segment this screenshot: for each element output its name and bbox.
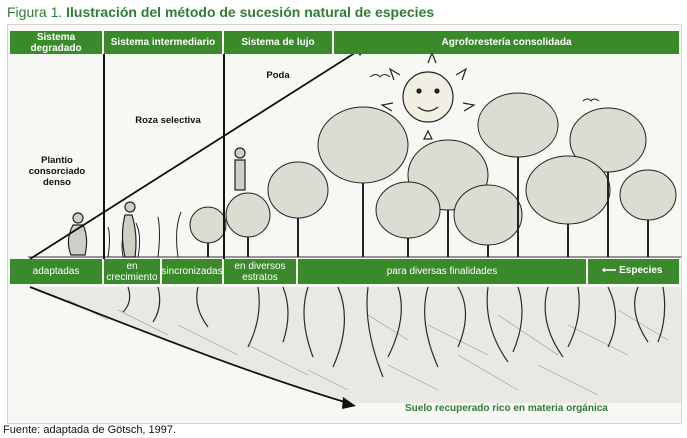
- soil-arrow: [29, 286, 349, 404]
- growth-arrow: [29, 48, 362, 260]
- species-en-crecimiento: en crecimiento: [104, 259, 162, 284]
- tree-trunks: [207, 157, 649, 257]
- roots: [122, 286, 666, 378]
- divider-degradado: [103, 54, 105, 259]
- soil-arrowhead: [342, 397, 356, 409]
- divider-intermediario: [223, 54, 225, 259]
- figure-number: Figura 1.: [7, 4, 63, 20]
- especies-label: Especies: [619, 265, 663, 276]
- especies-arrow-label: ⟵ Especies: [602, 265, 663, 276]
- species-sincronizadas: sincronizadas: [161, 259, 224, 284]
- stage-intermediario: Sistema intermediario: [104, 31, 224, 54]
- small-plants: [107, 211, 182, 258]
- soil-region: [28, 287, 681, 403]
- stage-agroforesteria: Agroforestería consolidada: [441, 37, 572, 48]
- stage-lujo: Sistema de lujo: [224, 31, 334, 54]
- label-roza-selectiva: Roza selectiva: [135, 115, 201, 126]
- landscape-drawing: [28, 45, 681, 409]
- figure-title: Figura 1. Ilustración del método de suce…: [7, 4, 434, 20]
- species-band: adaptadas en crecimiento sincronizadas e…: [10, 259, 679, 284]
- species-diversos-estratos: en diversos estratos: [224, 259, 298, 284]
- birds: [369, 74, 600, 102]
- species-diversas-finalidades: para diversas finalidades: [298, 259, 588, 284]
- system-stages-band: Sistema degradado Sistema intermediario …: [10, 31, 679, 54]
- left-arrow-icon: ⟵: [602, 265, 617, 276]
- label-plantio: Plantío consorciado denso: [28, 155, 86, 188]
- stage-degradado: Sistema degradado: [10, 31, 104, 54]
- source-footer: Fuente: adaptada de Götsch, 1997.: [3, 424, 177, 436]
- soil-caption: Suelo recuperado rico en materia orgánic…: [405, 403, 608, 414]
- farmer-figures: [67, 147, 246, 258]
- label-poda: Poda: [266, 70, 290, 81]
- tree-canopies: [189, 92, 677, 246]
- succession-illustration: Sistema degradado Sistema intermediario …: [7, 24, 682, 424]
- figure-title-text: Ilustración del método de sucesión natur…: [66, 4, 435, 20]
- species-adaptadas: adaptadas: [10, 259, 104, 284]
